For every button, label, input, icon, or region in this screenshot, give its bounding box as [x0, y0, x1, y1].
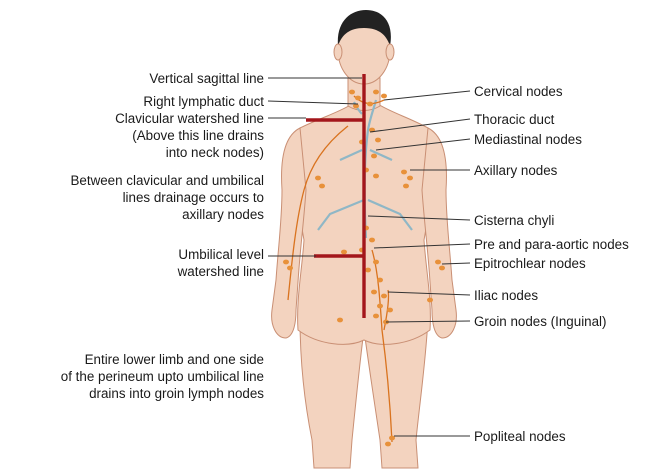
lymph-node-23 — [371, 290, 377, 295]
lymph-node-11 — [373, 174, 379, 179]
lymph-node-1 — [355, 96, 361, 101]
lymph-node-7 — [375, 138, 381, 143]
lymph-node-29 — [283, 260, 289, 265]
lymph-node-37 — [427, 298, 433, 303]
label-between-clavicular-umbilical: Between clavicular and umbilical lines d… — [70, 172, 264, 223]
label-axillary-nodes: Axillary nodes — [474, 162, 557, 179]
leader-cervical — [384, 91, 470, 100]
label-right-lymphatic-duct: Right lymphatic duct — [143, 93, 264, 110]
lymph-node-31 — [435, 260, 441, 265]
lymph-node-30 — [287, 266, 293, 271]
lymph-node-26 — [387, 308, 393, 313]
label-cisterna-chyli: Cisterna chyli — [474, 212, 554, 229]
lymph-node-21 — [365, 268, 371, 273]
lymph-node-3 — [381, 94, 387, 99]
label-groin-nodes: Groin nodes (Inguinal) — [474, 313, 607, 330]
lymph-node-35 — [341, 250, 347, 255]
lymph-node-27 — [373, 314, 379, 319]
label-iliac-nodes: Iliac nodes — [474, 287, 538, 304]
lymph-node-14 — [401, 170, 407, 175]
label-pre-para-aortic-nodes: Pre and para-aortic nodes — [474, 236, 629, 253]
lymph-node-22 — [377, 278, 383, 283]
label-umbilical-level-watershed: Umbilical level watershed line — [178, 246, 264, 280]
lymph-node-25 — [377, 304, 383, 309]
lymph-node-16 — [403, 184, 409, 189]
leader-right-lymphatic-duct — [268, 101, 358, 104]
lymph-node-18 — [369, 238, 375, 243]
label-clavicular-watershed-line: Clavicular watershed line (Above this li… — [115, 110, 264, 161]
lymph-node-34 — [385, 442, 391, 447]
right-ear — [334, 44, 342, 60]
lymph-node-4 — [367, 102, 373, 107]
lymph-node-15 — [407, 176, 413, 181]
lymph-node-9 — [371, 154, 377, 159]
label-epitrochlear-nodes: Epitrochlear nodes — [474, 255, 586, 272]
label-thoracic-duct: Thoracic duct — [474, 111, 554, 128]
left-ear — [386, 44, 394, 60]
label-entire-lower-limb: Entire lower limb and one side of the pe… — [61, 351, 264, 402]
lymph-node-2 — [373, 90, 379, 95]
label-cervical-nodes: Cervical nodes — [474, 83, 563, 100]
lymph-node-32 — [439, 266, 445, 271]
lymph-node-20 — [373, 260, 379, 265]
lymph-node-13 — [319, 184, 325, 189]
lymph-node-0 — [349, 90, 355, 95]
lymph-node-12 — [315, 176, 321, 181]
lymph-node-36 — [337, 318, 343, 323]
label-mediastinal-nodes: Mediastinal nodes — [474, 131, 582, 148]
lymph-node-24 — [381, 294, 387, 299]
label-vertical-sagittal-line: Vertical sagittal line — [149, 70, 264, 87]
label-popliteal-nodes: Popliteal nodes — [474, 428, 566, 445]
